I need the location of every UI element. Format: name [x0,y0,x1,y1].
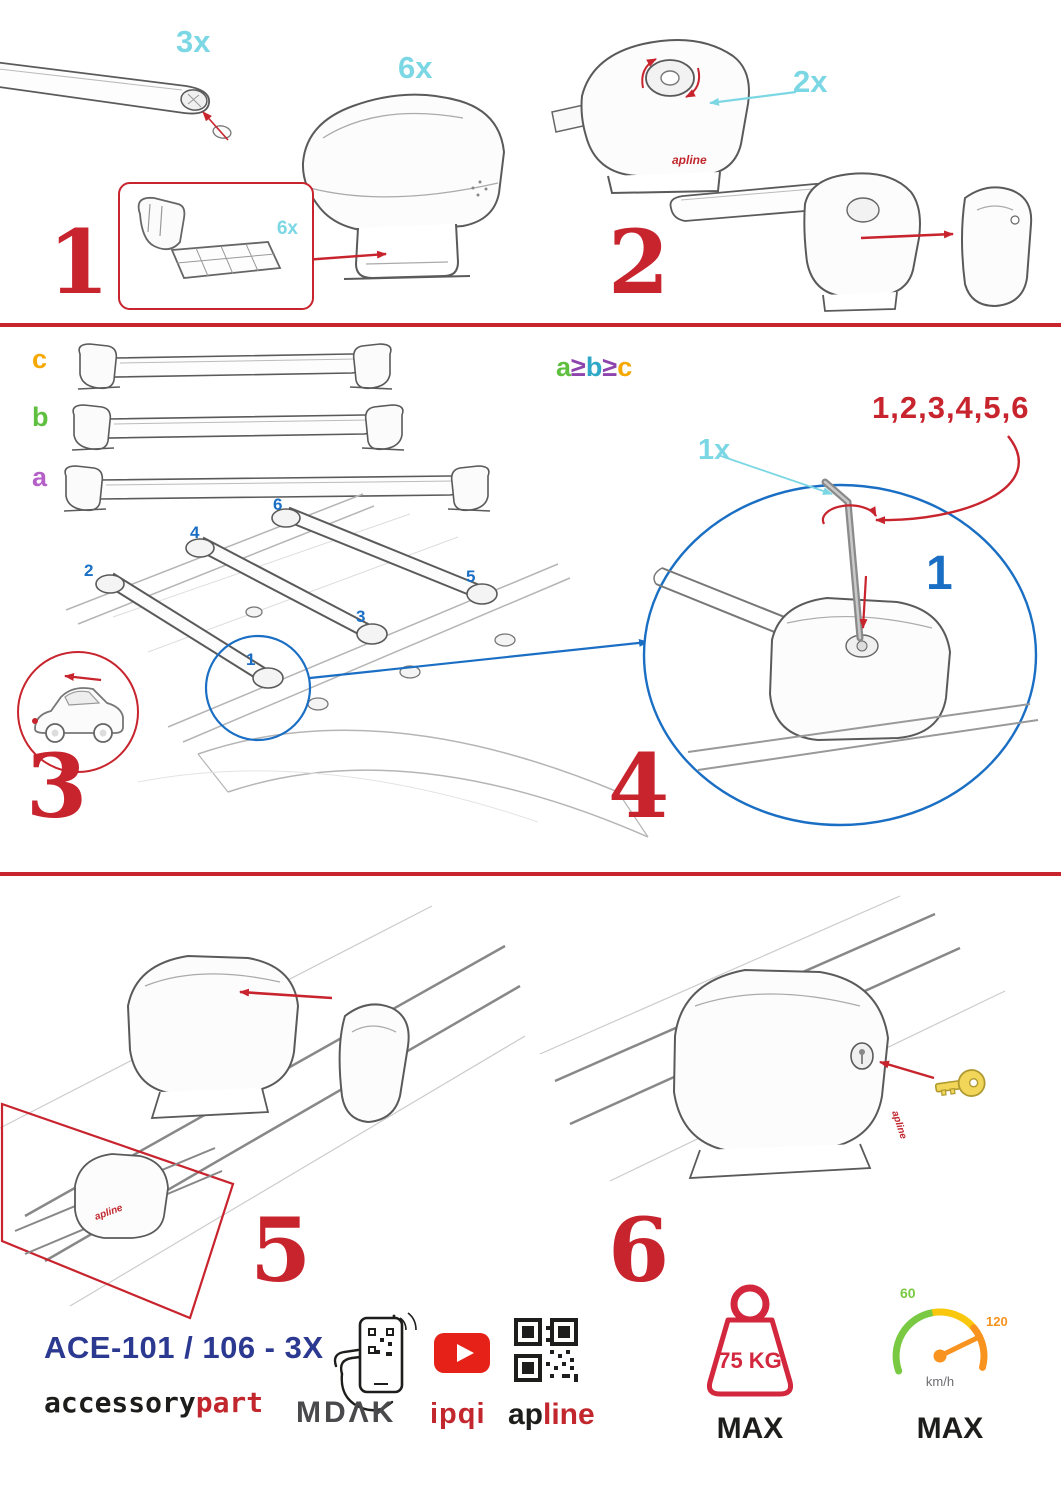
detail-highlight-circle [204,634,312,742]
insert-arrow [239,988,333,1000]
foot-in-box [74,1153,169,1239]
foot-detail [768,596,952,742]
mdak-logo: MDΛK [296,1396,397,1429]
hand-outline [340,1372,394,1412]
mounting-feet [95,508,498,689]
foot-on-rail [126,954,300,1096]
rule-b: b [585,352,603,382]
rail-clips [245,606,516,711]
rule-c: c [617,352,633,382]
product-code: ACE-101 / 106 - 3X [44,1330,324,1365]
rail-mount-illustration: apline [0,905,525,1320]
step-4-number: 4 [608,734,670,838]
youtube-icon [434,1333,490,1373]
bar-label-c: c [32,344,48,374]
max-load-icon: 75 KG [707,1284,793,1397]
speed-unit-label: km/h [926,1374,954,1389]
grip-texture [471,180,488,197]
accessorypart-logo: accessorypart [44,1386,263,1419]
front-direction-arrow [64,673,102,682]
position-label: 3 [356,607,365,626]
windshield-line [197,729,619,793]
position-label: 1 [246,650,255,669]
crossbar-a-illustration [63,465,491,512]
clamp-claw [338,1003,410,1124]
brand-accessory-text: accessory [44,1386,196,1419]
qr-mini [368,1328,394,1356]
allen-key-quantity-label: 1x [698,434,731,466]
rubber-pad-illustration [137,196,282,279]
crossbar-c-illustration [77,343,393,390]
ipqi-logo: ipqi [430,1398,486,1430]
apline-logo: apline [508,1398,595,1432]
crossbar-b-illustration [71,404,405,451]
bar-quantity-label: 3x [176,24,211,59]
roof-overview-illustration: 2 4 6 3 5 1 [65,493,649,838]
phone-qr-scan-icon [333,1312,417,1412]
gauge-needle [937,1335,980,1359]
sequence-curve-arrow [875,435,1020,525]
apline-mark: apline [889,1110,909,1141]
rotation-arrow [821,504,877,525]
rotation-arrow [641,58,657,89]
bar-label-a: a [32,462,48,492]
speed-high-label: 120 [986,1314,1008,1329]
max-load-value: 75 KG [718,1348,782,1373]
foot-illustration [301,93,506,280]
speed-limit-icon: 60 120 km/h [892,1285,1008,1389]
step-2-number: 2 [608,210,670,314]
step-1-number: 1 [48,210,110,314]
tool-pointer-arrow [717,454,833,495]
crossbars [106,506,484,684]
end-clamp-illustration [961,186,1033,308]
apline-ap-text: ap [508,1398,544,1431]
position-label: 6 [273,495,282,514]
section-divider [0,872,1061,876]
torque-detail-illustration [642,435,1039,827]
torque-step-number: 1 [926,547,953,600]
max-load-label: MAX [716,1412,784,1445]
pad-quantity-label: 6x [276,218,298,239]
knob-pointer-arrow [709,90,797,106]
car-direction-icon [17,651,139,773]
position-label: 4 [190,523,200,542]
foot-quantity-label: 6x [398,50,433,85]
rule-gte: ≥ [602,352,618,382]
tighten-arrow [859,575,868,629]
section-divider [0,323,1061,327]
foot-top-view-illustration: apline [551,39,750,195]
knob-quantity-label: 2x [793,64,828,99]
apline-mark: apline [672,153,707,167]
cap-insert-arrow [202,111,229,141]
detail-highlight-box [0,1102,235,1320]
key-icon [934,1069,986,1097]
tighten-sequence-label: 1,2,3,4,5,6 [872,390,1030,425]
bar-order-rule: a≥b≥c [556,352,632,383]
key-insert-arrow [879,1060,935,1080]
step-3-number: 3 [26,734,88,838]
rule-a: a [556,352,572,382]
speed-limit-label: MAX [916,1412,984,1445]
step-5-number: 5 [250,1198,312,1302]
bar-foot-assembly-illustration [669,172,1033,312]
lock-key-illustration: apline [540,895,1006,1182]
crossbar-end-illustration [0,61,232,141]
rule-gte: ≥ [571,352,586,382]
qr-code [514,1318,578,1382]
rubber-pad-box: 6x [118,182,314,310]
speed-low-label: 60 [900,1285,916,1301]
slide-on-arrow [860,230,954,240]
apline-line-text: line [543,1398,595,1431]
detail-pointer-arrow [309,638,649,680]
step-6-number: 6 [608,1198,670,1302]
pad-insert-arrow [303,250,387,262]
brand-part-text: part [195,1386,264,1419]
position-label: 2 [84,561,93,580]
bar-label-b: b [32,402,49,432]
position-label: 5 [466,567,475,586]
rotation-arrow [685,67,701,98]
